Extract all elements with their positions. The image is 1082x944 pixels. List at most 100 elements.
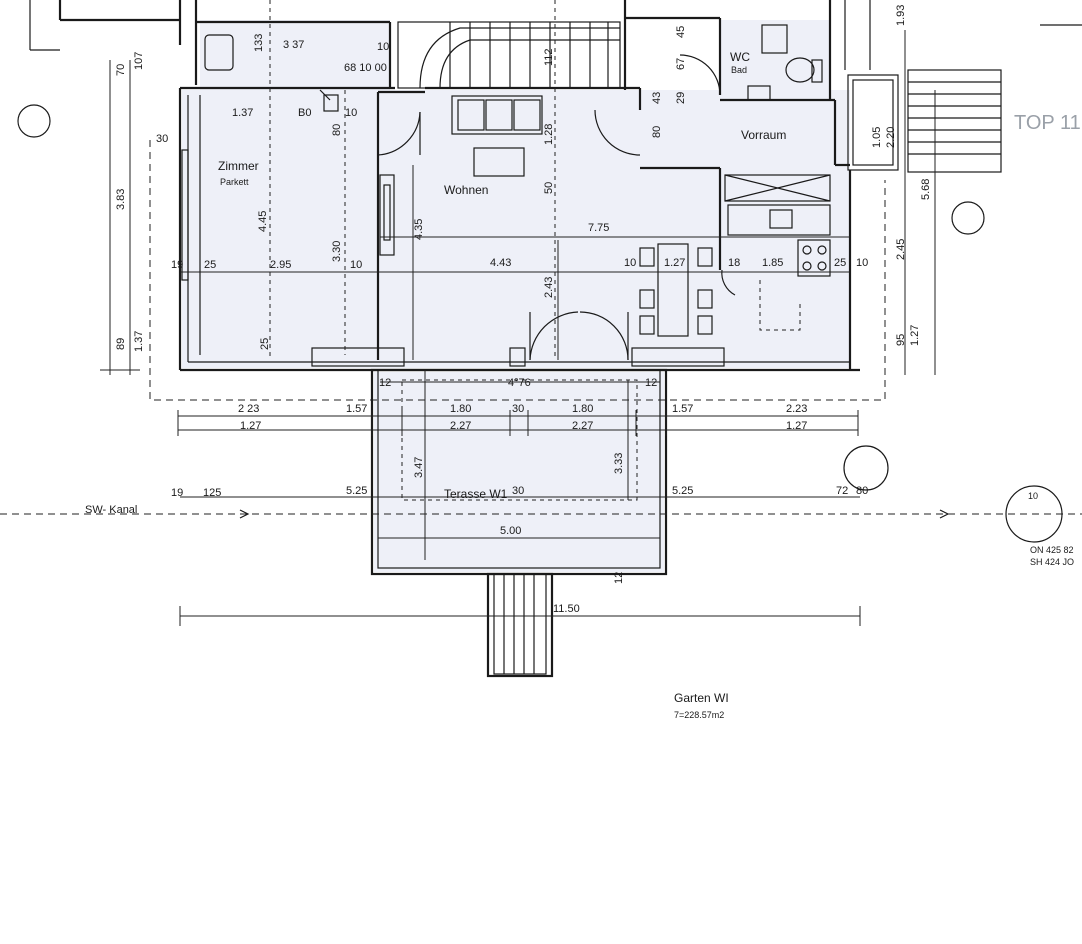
- dim-label: 12: [379, 377, 391, 389]
- dim-label: 10: [856, 257, 868, 269]
- terrace-floor: [374, 372, 664, 572]
- label-b0: B0: [298, 107, 311, 119]
- dim-label: 19: [171, 259, 183, 271]
- dim-label: 5.25: [672, 485, 693, 497]
- dim-label: 3.33: [613, 453, 625, 474]
- dim-label: 112: [543, 48, 555, 66]
- dim-label: 50: [543, 182, 555, 194]
- dim-label: 29: [675, 92, 687, 104]
- dim-label: 1.27: [786, 420, 807, 432]
- dim-label: 5.00: [500, 525, 521, 537]
- dim-label: 1.27: [240, 420, 261, 432]
- dim-label: 2.43: [543, 277, 555, 298]
- dim-label: 12: [645, 377, 657, 389]
- staircase: [397, 21, 621, 89]
- windows: [181, 149, 725, 367]
- dim-label: 7.75: [588, 222, 609, 234]
- dim-label: 2.20: [885, 127, 897, 148]
- dim-label: 107: [133, 52, 145, 70]
- top-label: TOP 11: [1014, 112, 1081, 134]
- dim-label: 3.30: [331, 241, 343, 262]
- dim-label: 1.37: [232, 107, 253, 119]
- upper-room-floor: [200, 20, 390, 90]
- dim-label: 3 37: [283, 39, 304, 51]
- dim-label: 1.28: [543, 124, 555, 145]
- room-floor-parkett: Parkett: [220, 177, 249, 187]
- dim-label: 125: [203, 487, 221, 499]
- dim-label: 1.80: [572, 403, 593, 415]
- dim-label: 2 23: [238, 403, 259, 415]
- elevation-sh: SH 424 JO: [1030, 557, 1074, 567]
- dim-label: 72: [836, 485, 848, 497]
- furniture: [319, 74, 899, 337]
- dim-label: 10: [624, 257, 636, 269]
- dim-label: 3.83: [115, 189, 127, 210]
- room-label-vorraum: Vorraum: [741, 128, 786, 142]
- circle-number: 10: [1028, 491, 1038, 501]
- dim-label: 67: [675, 58, 687, 70]
- dim-label: 25: [204, 259, 216, 271]
- room-label-wc: WC: [730, 50, 750, 64]
- dim-label: 70: [115, 64, 127, 76]
- elevation-on: ON 425 82: [1030, 545, 1074, 555]
- dim-label: 4°76: [508, 377, 531, 389]
- dim-label: 30: [512, 485, 524, 497]
- dashed-outlines: [0, 0, 1082, 515]
- dim-label: 4.35: [413, 219, 425, 240]
- dim-label: 95: [895, 334, 907, 346]
- dim-label: 5.25: [346, 485, 367, 497]
- dim-label: 1.85: [762, 257, 783, 269]
- garden-stair: [486, 572, 554, 678]
- dim-label: 133: [253, 34, 265, 52]
- dim-label: 89: [115, 338, 127, 350]
- flow-arrows: [239, 509, 950, 519]
- doors: [377, 109, 736, 361]
- dim-label: 1.27: [909, 325, 921, 346]
- dim-label: 1.57: [346, 403, 367, 415]
- dim-label: 2.23: [786, 403, 807, 415]
- survey-circles: [17, 104, 1063, 543]
- dim-label: 2.45: [895, 239, 907, 260]
- dim-label: 10: [350, 259, 362, 271]
- dim-label: 5.68: [920, 179, 932, 200]
- garden-label: Garten WI: [674, 691, 729, 705]
- dim-label: 80: [856, 485, 868, 497]
- room-label-bad: Bad: [731, 65, 747, 75]
- dim-label: 2.27: [572, 420, 593, 432]
- dim-label: 25: [834, 257, 846, 269]
- dimension-lines: [100, 30, 936, 626]
- dim-label: 1.80: [450, 403, 471, 415]
- dim-label: 1.27: [664, 257, 685, 269]
- dim-label: 1.57: [672, 403, 693, 415]
- apartment-floor: [182, 90, 850, 368]
- dim-label: 25: [259, 338, 271, 350]
- dim-label: 30: [156, 133, 168, 145]
- room-label-zimmer: Zimmer: [218, 159, 259, 173]
- dim-label: 3.47: [413, 457, 425, 478]
- dim-label: 2.27: [450, 420, 471, 432]
- dim-label: 30: [512, 403, 524, 415]
- exterior-stair-upper: [907, 24, 1082, 173]
- dim-label: 1.37: [133, 331, 145, 352]
- dim-label: 1.05: [871, 127, 883, 148]
- dim-label: 2.95: [270, 259, 291, 271]
- room-label-terasse: Terasse W1: [444, 487, 508, 501]
- dim-label: 1.93: [895, 5, 907, 26]
- dim-label: 43: [651, 92, 663, 104]
- wc-fixtures: [679, 24, 823, 101]
- dim-label: 10: [377, 41, 389, 53]
- dim-label: 68 10 00: [344, 62, 387, 74]
- dim-label: 10: [345, 107, 357, 119]
- dim-label: 80: [651, 126, 663, 138]
- dim-label: 4.45: [257, 211, 269, 232]
- dim-label: 19: [171, 487, 183, 499]
- dim-label: 18: [728, 257, 740, 269]
- dim-label: 11.50: [553, 603, 580, 615]
- room-label-wohnen: Wohnen: [444, 183, 488, 197]
- dim-label: 4.43: [490, 257, 511, 269]
- sewer-label: SW- Kanal: [85, 504, 137, 516]
- dim-label: 80: [331, 124, 343, 136]
- garden-area: 7=228.57m2: [674, 710, 724, 720]
- dim-label: 12: [613, 572, 625, 584]
